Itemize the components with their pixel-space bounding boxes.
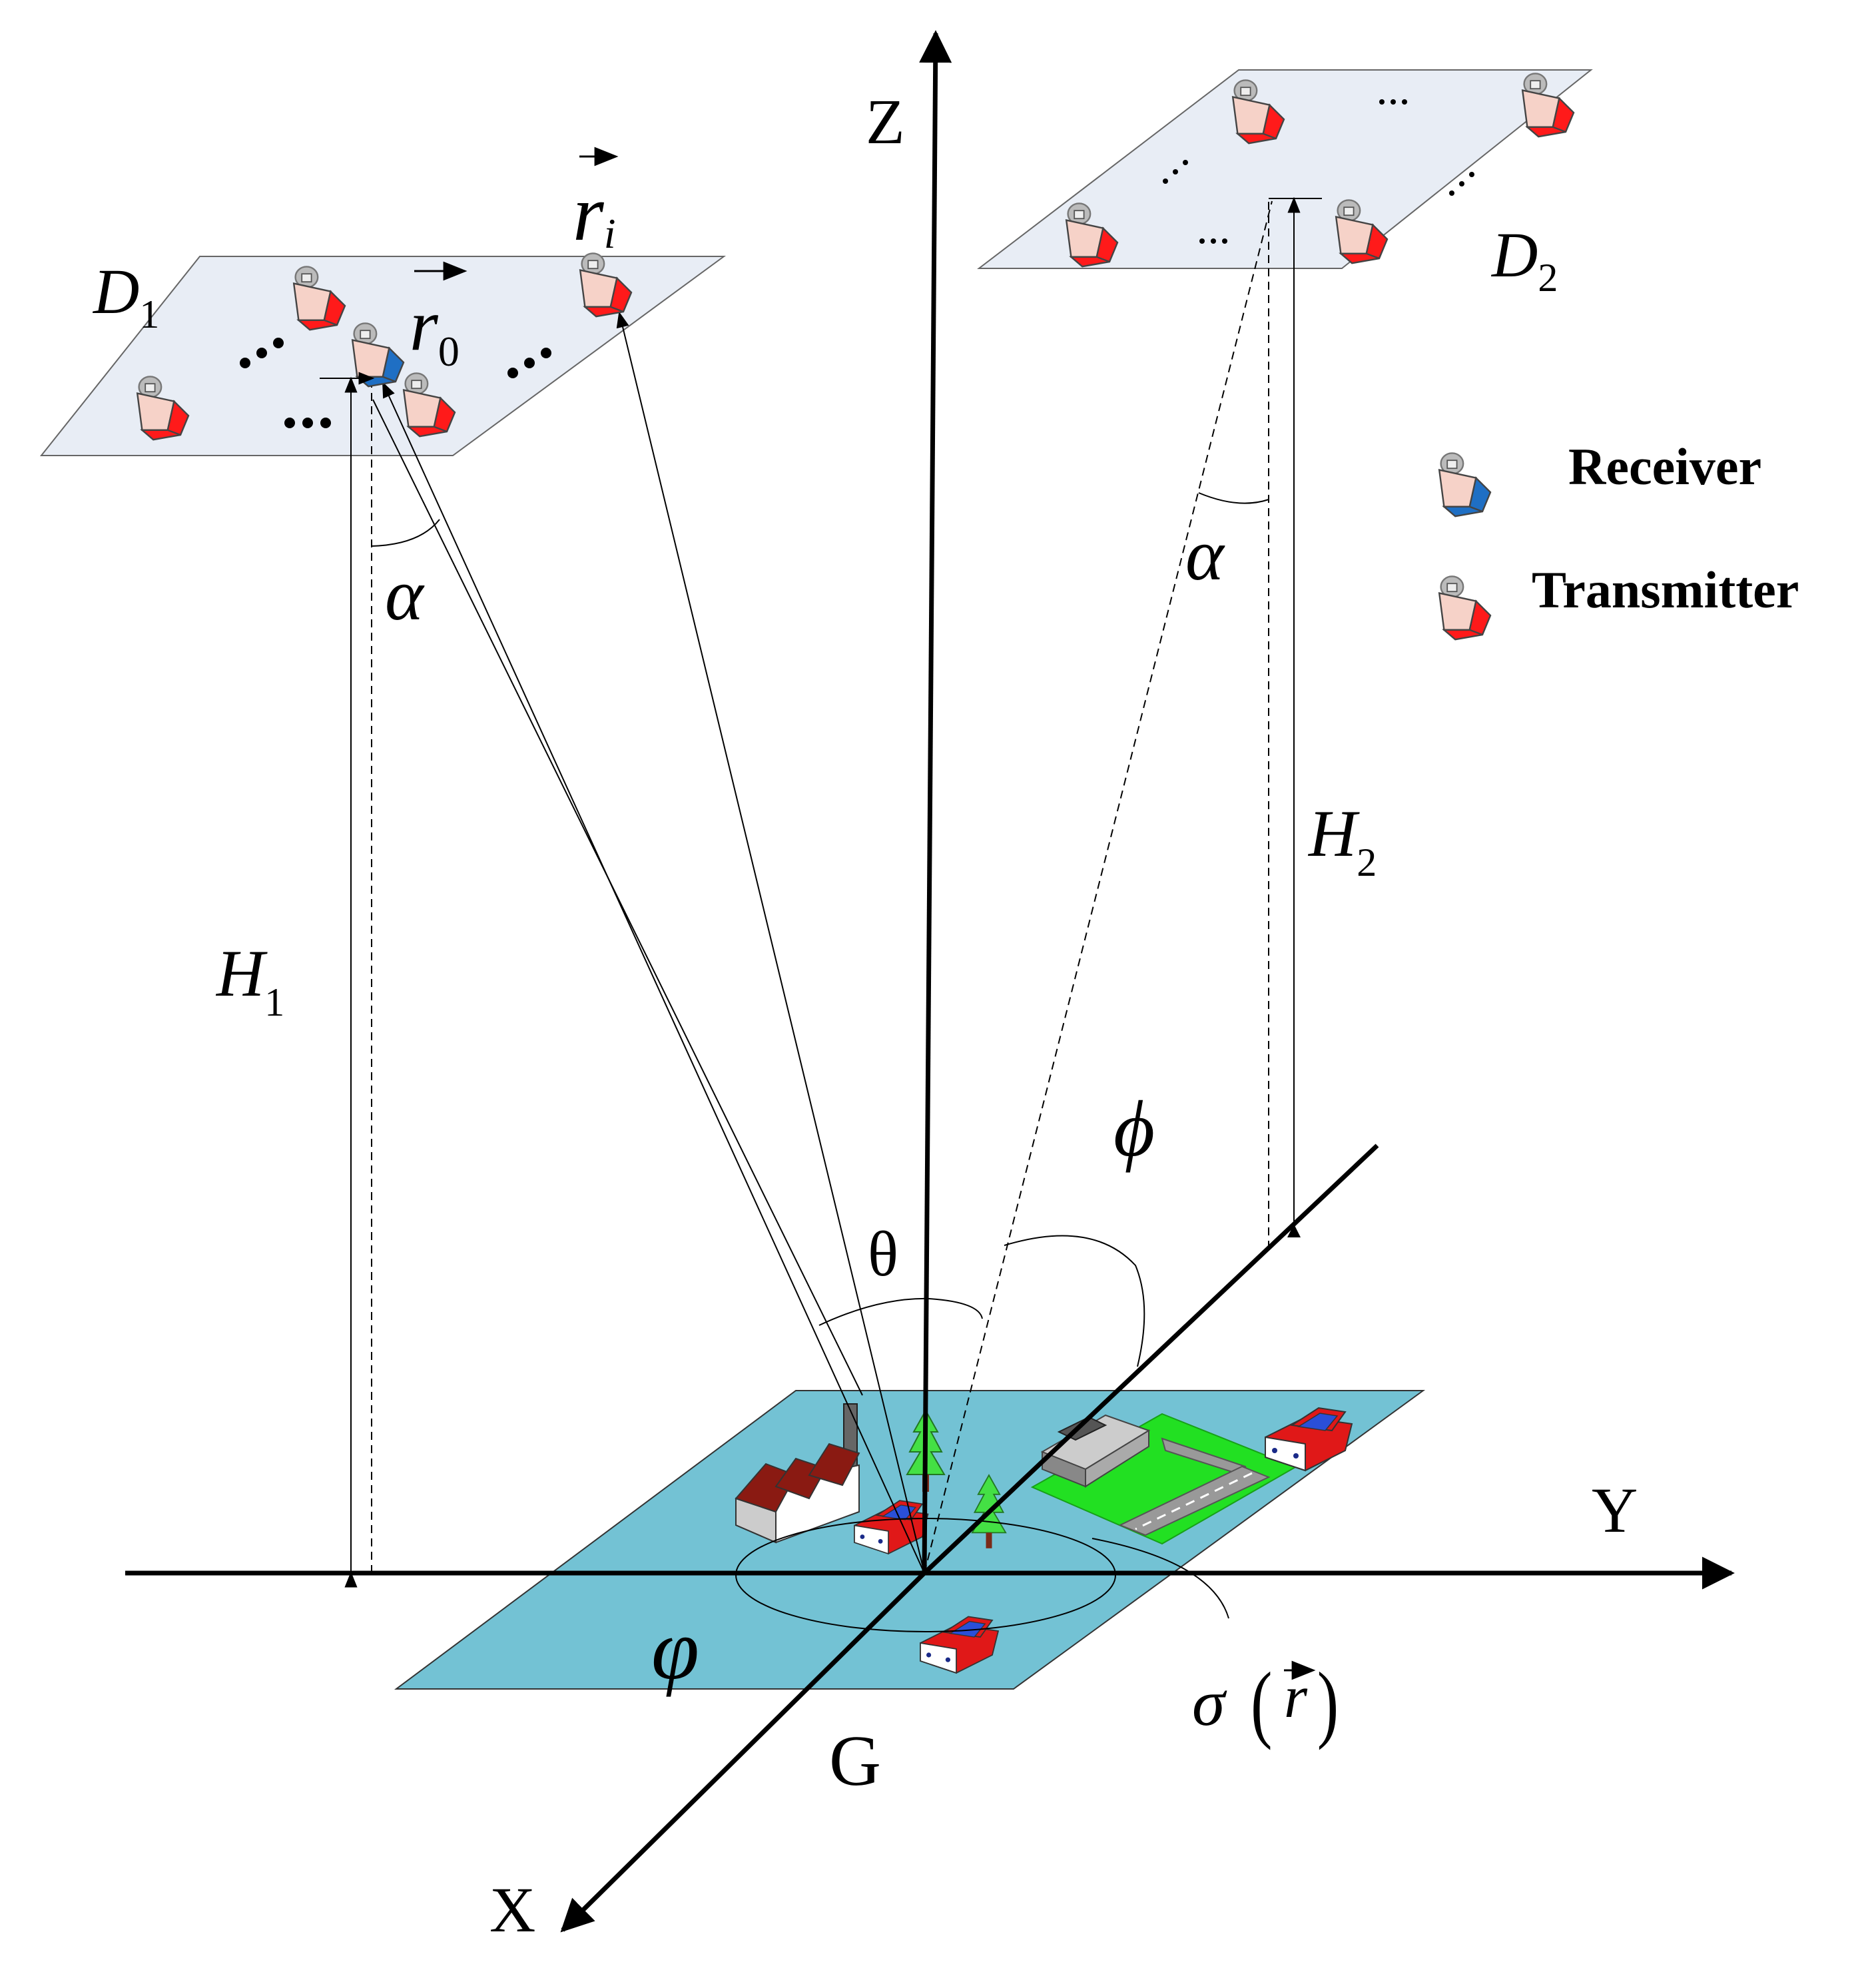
height-h2-label: H2 [1307, 797, 1377, 884]
x-axis-label: X [489, 1874, 535, 1945]
svg-text:r0: r0 [410, 284, 460, 375]
ellipsis-dots-d1 [240, 338, 551, 428]
x-axis [560, 1571, 926, 1933]
reflectivity-label: σ ( r ) [1192, 1655, 1339, 1751]
alpha-arc-d2 [1198, 492, 1269, 504]
svg-text:r: r [1284, 1664, 1308, 1730]
svg-text:(: ( [1251, 1655, 1272, 1751]
ellipsis-dots-d2 [1163, 99, 1474, 244]
alpha-angle-label-d1: α [385, 554, 425, 635]
legend-transmitter-label: Transmitter [1532, 561, 1799, 619]
line-of-sight-lines [372, 200, 1273, 1574]
svg-text:): ) [1317, 1655, 1339, 1751]
legend-transmitter-icon [1438, 575, 1492, 641]
elevation-angle-arc-theta [818, 1297, 983, 1326]
alpha-arc-d1 [371, 519, 440, 547]
varphi-angle-label: φ [651, 1602, 699, 1698]
platform-d1-label: D1 [92, 256, 159, 336]
x-axis-far [922, 1144, 1379, 1575]
y-axis-label: Y [1592, 1474, 1638, 1546]
platform-d2-label: D2 [1490, 219, 1558, 300]
legend-receiver-icon [1438, 452, 1492, 517]
theta-angle-label: θ [868, 1218, 898, 1289]
factory-illustration [735, 1403, 860, 1544]
legend: Receiver Transmitter [1438, 438, 1799, 641]
svg-text:σ: σ [1192, 1666, 1227, 1740]
z-axis [919, 30, 952, 1574]
platform-d2 [977, 69, 1593, 269]
alpha-angle-label-d2: α [1185, 514, 1225, 595]
legend-receiver-label: Receiver [1568, 438, 1761, 495]
vector-ri-label: ri [573, 147, 619, 257]
reflectivity-leader-line [1092, 1538, 1229, 1619]
height-h1-label: H1 [215, 936, 284, 1024]
bistatic-angle-arc-phi [1004, 1235, 1145, 1367]
vector-r0-label: r0 [410, 261, 468, 375]
svg-text:ri: ri [573, 168, 615, 257]
ground-label: G [829, 1722, 881, 1801]
z-axis-label: Z [866, 86, 905, 157]
phi-angle-label: ϕ [1113, 1084, 1155, 1173]
